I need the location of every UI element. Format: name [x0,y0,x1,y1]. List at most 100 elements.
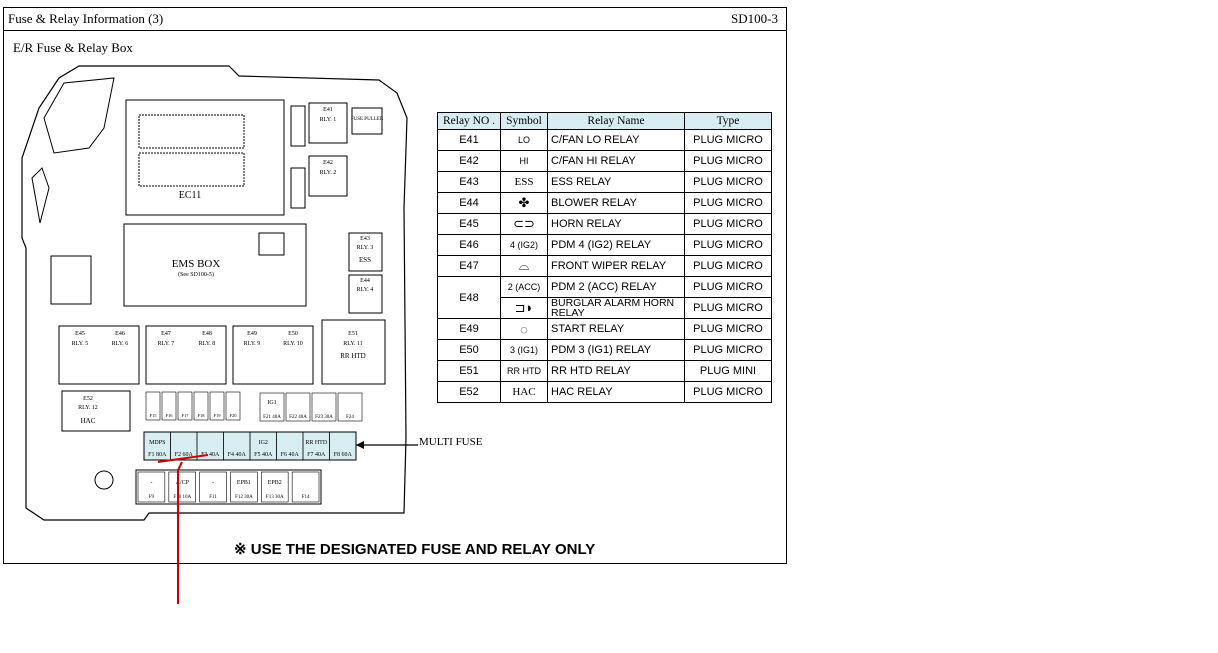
callout-arrowhead [356,441,364,449]
relay-e51-rly: RLY. 11 [343,341,362,347]
bottom-fuse-label: A/CP [176,480,190,486]
small-fuse-rating: F19 [213,413,221,418]
relay-no-cell: E47 [437,255,501,277]
bottom-fuse-label: EPB2 [268,480,282,486]
bottom-fuse-rating: F12 30A [235,495,253,500]
relay-type-cell: PLUG MINI [684,360,772,382]
red-pointer-line [177,461,183,604]
page-header: Fuse & Relay Information (3) SD100-3 [4,8,786,31]
fuse-puller-label: FUSE PULLER [351,117,384,122]
relay-e52-rly: RLY. 12 [78,405,98,411]
relay-e50-rly: RLY. 10 [283,341,303,347]
multi-fuse-cell [329,431,357,461]
relay-e48-id: E48 [202,331,212,337]
relay-e52 [61,390,131,432]
relay-symbol-text: RR HTD [507,366,541,376]
multi-fuse-rating: F1 80A [148,452,167,458]
multi-fuse-rating: F4 40A [228,452,247,458]
relay-symbol-text: 4 (IG2) [509,240,538,250]
multi-fuse-rating: F5 40A [254,452,273,458]
relay-symbol-text: ESS [514,176,534,188]
fuse-puller [351,107,383,135]
mid-fuse-cell [337,392,363,422]
relay-e47-rly: RLY. 7 [158,341,175,347]
fuse-box-diagram: EC11 EMS BOX (See SD100-5) E41 RLY. 1 E4… [21,65,418,521]
mid-fuse-cell [259,392,285,422]
housing-outline [21,65,408,521]
bottom-fuse-rating: F14 [302,495,310,500]
relay-e47-id: E47 [161,331,171,337]
document-page: Fuse & Relay Information (3) SD100-3 E/R… [3,7,787,564]
relay-e46-id: E46 [115,331,125,337]
alarm-horn-icon: ⊐◗ [514,300,534,315]
relay-e46-rly: RLY. 6 [112,341,129,347]
relay-e43-rly: RLY. 3 [357,245,374,251]
left-connector [50,255,92,305]
multi-fuse-rating: F3 40A [201,452,220,458]
small-fuse-cell [177,391,193,421]
relay-name-cell: PDM 2 (ACC) RELAY [547,276,685,298]
mid-fuse-rating: F21 40A [263,415,281,420]
relay-type-cell: PLUG MICRO [684,150,772,172]
relay-group-2 [145,325,227,385]
bottom-fuse-cell [291,471,320,503]
relay-type-cell: PLUG MICRO [684,381,772,403]
small-fuse-cell [193,391,209,421]
relay-e43 [348,232,383,272]
bottom-fuse-cell [137,471,166,503]
col-symbol: Symbol [500,112,548,130]
relay-e44 [348,274,383,314]
bottom-fuse-rating: F10 10A [173,495,191,500]
wiper-icon: ⌓ [518,258,530,273]
relay-symbol-text: LO [517,135,530,145]
small-fuse-rating: F18 [197,413,205,418]
relay-e42-rly: RLY. 2 [320,170,337,176]
relay-table-header: Relay NO . Symbol Relay Name Type [437,112,772,130]
bottom-fuse-rating: F9 [149,495,155,500]
mounting-hole [94,470,114,490]
relay-symbol-cell: ⊂⊃ [500,213,548,235]
ems-connector [258,232,285,256]
ec11-pins-bottom [138,152,245,187]
relay-e52-id: E52 [83,396,93,402]
page-code: SD100-3 [731,11,778,26]
page-title: Fuse & Relay Information (3) [8,11,164,26]
bottom-fuse-rating: F13 30A [266,495,284,500]
red-underline [157,454,209,463]
bottom-fuse-cell [230,471,258,503]
small-fuse-rating: F17 [181,413,189,418]
relay-e43-id: E43 [360,236,370,242]
relay-no-cell: E41 [437,129,501,151]
mid-fuse-cell [285,392,311,422]
horn-icon: ⊂⊃ [513,216,535,231]
multi-fuse-label: MDPS [149,440,165,446]
mid-fuse-rating: F24 [346,415,354,420]
ec11-label: EC11 [179,190,201,201]
relay-name-cell: C/FAN HI RELAY [547,150,685,172]
relay-e45-rly: RLY. 5 [72,341,89,347]
bottom-fuse-label: EPB1 [237,480,251,486]
relay-no-cell: E44 [437,192,501,214]
multi-fuse-label: IG2 [259,440,268,446]
relay-symbol-cell: ⊐◗ [500,297,548,319]
relay-e52-sym: HAC [81,417,96,425]
mid-fuse-cell [311,392,337,422]
relay-e41-rly: RLY. 1 [320,117,337,123]
relay-symbol-text: HI [519,156,529,166]
relay-e50-id: E50 [288,331,298,337]
bottom-fuse-block [135,469,322,505]
relay-e43-sym: ESS [359,256,371,264]
bottom-fuse-rating: F11 [209,495,217,500]
multi-fuse-rating: F6 40A [281,452,300,458]
relay-e49-id: E49 [247,331,257,337]
housing-detail [31,167,50,224]
